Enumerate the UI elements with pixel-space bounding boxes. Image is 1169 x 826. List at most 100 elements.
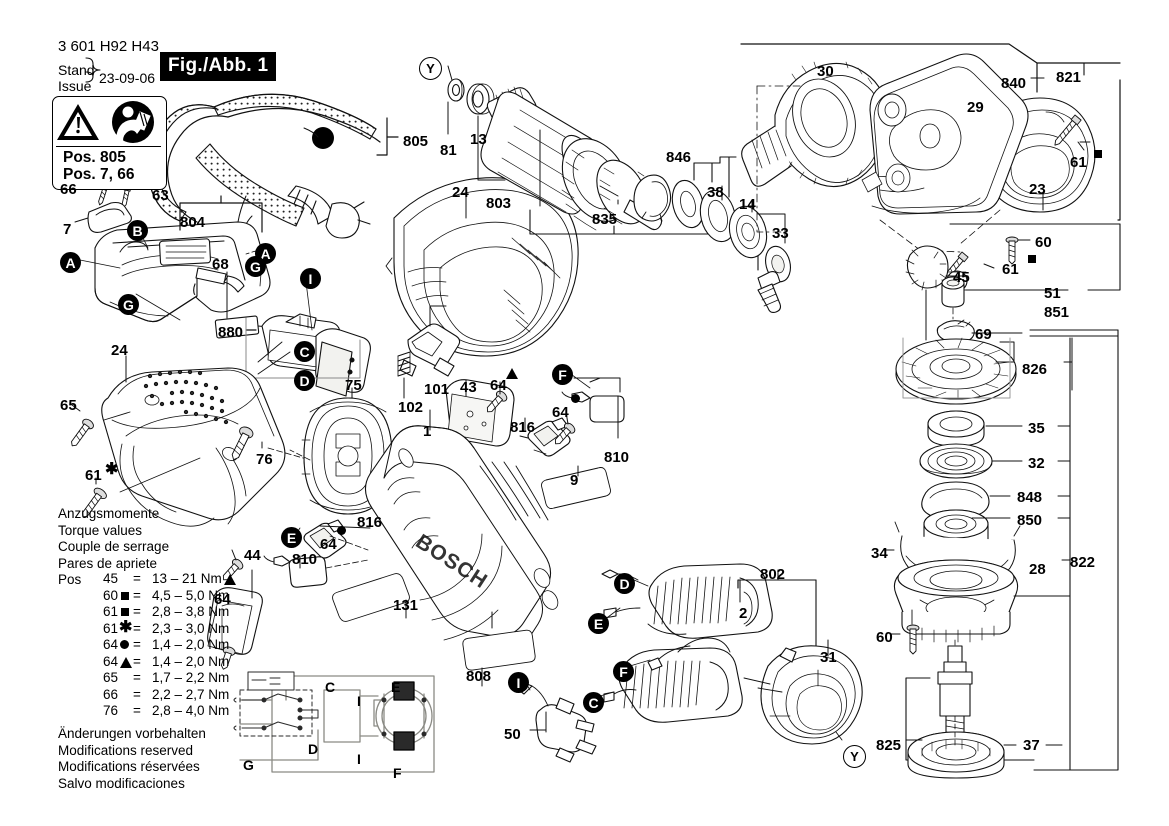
letter-bubble-G-b_G2: G bbox=[245, 256, 266, 277]
square-marker-row-2 bbox=[121, 608, 129, 616]
callout-60-n_60a: 60 bbox=[1035, 234, 1052, 251]
star-marker-61-left: ✱ bbox=[105, 461, 119, 478]
wiring-label-w_C: C bbox=[325, 679, 336, 695]
callout-30-n_30: 30 bbox=[817, 63, 834, 80]
callout-64-n_64c: 64 bbox=[490, 377, 507, 394]
star-marker-row-3: ✱ bbox=[119, 618, 133, 636]
callout-76-n_76: 76 bbox=[256, 451, 273, 468]
callout-44-n_44: 44 bbox=[244, 547, 261, 564]
torque-equals-3: = bbox=[133, 620, 141, 636]
callout-24-n_24a: 24 bbox=[452, 184, 469, 201]
callout-61-n_61c: 61 bbox=[85, 467, 102, 484]
torque-title-3: Pares de apriete bbox=[58, 555, 158, 571]
letter-bubble-E-b_E2: E bbox=[588, 613, 609, 634]
callout-60-n_60b: 60 bbox=[876, 629, 893, 646]
footer-line-0: Änderungen vorbehalten bbox=[58, 726, 206, 741]
callout-63-n_63: 63 bbox=[152, 187, 169, 204]
callout-64-n_64d: 64 bbox=[552, 404, 569, 421]
torque-equals-4: = bbox=[133, 637, 141, 652]
torque-equals-2: = bbox=[133, 604, 141, 619]
torque-value-5: 1,4 – 2,0 Nm bbox=[152, 653, 230, 669]
torque-equals-8: = bbox=[133, 703, 141, 718]
callout-840-n_840: 840 bbox=[1001, 75, 1027, 92]
callout-1-n_1: 1 bbox=[423, 423, 432, 440]
triangle-marker-row-5 bbox=[120, 656, 132, 668]
square-marker-row-1 bbox=[121, 591, 129, 600]
wiring-label-w_F: F bbox=[393, 765, 402, 781]
footer-line-3: Salvo modificaciones bbox=[58, 775, 185, 791]
wiring-label-w_D: D bbox=[308, 741, 319, 757]
callout-848-n_848: 848 bbox=[1017, 489, 1043, 506]
torque-title-2: Couple de serrage bbox=[58, 539, 170, 554]
letter-bubble-D-b_D2: D bbox=[614, 573, 635, 594]
dot-marker-64-left bbox=[337, 526, 346, 535]
callout-808-n_808: 808 bbox=[466, 668, 492, 685]
callout-846-n_846: 846 bbox=[666, 149, 692, 166]
wiring-label-w_I_top: I bbox=[357, 693, 361, 709]
callout-101-n_101: 101 bbox=[424, 381, 450, 398]
callout-14-n_14: 14 bbox=[739, 196, 756, 213]
callout-131-n_131: 131 bbox=[393, 597, 419, 614]
letter-bubble-F-b_F2: F bbox=[613, 661, 634, 682]
letter-bubble-F-b_F1: F bbox=[552, 364, 573, 385]
callout-851-n_851: 851 bbox=[1044, 304, 1070, 321]
issue-date: 23-09-06 bbox=[99, 70, 156, 86]
torque-equals-5: = bbox=[133, 653, 141, 669]
callout-810-n_810a: 810 bbox=[292, 551, 318, 568]
dot-marker-64-right bbox=[571, 394, 580, 403]
callout-2-n_2: 2 bbox=[739, 605, 748, 622]
callout-821-n_821: 821 bbox=[1056, 69, 1082, 86]
callout-75-n_75: 75 bbox=[345, 377, 362, 394]
issue-label: Issue bbox=[58, 78, 92, 94]
callout-802-n_802: 802 bbox=[760, 566, 786, 583]
square-marker-61-right bbox=[1028, 255, 1036, 263]
figure-badge: Fig./Abb. 1 bbox=[160, 52, 277, 81]
callout-64-n_64b: 64 bbox=[320, 536, 337, 553]
callout-13-n_13: 13 bbox=[470, 131, 487, 148]
torque-value-1: 4,5 – 5,0 Nm bbox=[152, 587, 230, 603]
letter-bubble-E-b_E1: E bbox=[281, 527, 302, 548]
torque-pos-label: Pos bbox=[58, 572, 82, 587]
callout-102-n_102: 102 bbox=[398, 399, 424, 416]
warning-divider bbox=[56, 146, 161, 148]
square-marker-61-topright bbox=[1094, 150, 1102, 158]
callout-31-n_31: 31 bbox=[820, 649, 837, 666]
torque-equals-0: = bbox=[133, 571, 141, 586]
callout-81-n_81: 81 bbox=[440, 142, 457, 159]
torque-equals-1: = bbox=[133, 587, 141, 603]
letter-bubble-A-b_A2: A bbox=[60, 252, 81, 273]
torque-pos-61-3: 61 bbox=[102, 620, 118, 636]
callout-32-n_32: 32 bbox=[1028, 455, 1045, 472]
callout-50-n_50: 50 bbox=[504, 726, 521, 743]
triangle-marker-64-left bbox=[224, 574, 236, 585]
torque-equals-6: = bbox=[133, 670, 141, 685]
dot-marker-row-4 bbox=[120, 640, 129, 649]
footer-line-1: Modifications reserved bbox=[58, 742, 194, 758]
callout-61-n_61b: 61 bbox=[1002, 261, 1019, 278]
wiring-label-w_E: E bbox=[391, 679, 401, 695]
torque-value-8: 2,8 – 4,0 Nm bbox=[152, 703, 230, 718]
callout-33-n_33: 33 bbox=[772, 225, 789, 242]
torque-pos-76-8: 76 bbox=[102, 703, 118, 718]
torque-equals-7: = bbox=[133, 686, 141, 702]
callout-803-n_803: 803 bbox=[486, 195, 512, 212]
letter-bubble-C-b_C1: C bbox=[294, 341, 315, 362]
letter-bubble-B-b_B: B bbox=[127, 220, 148, 241]
torque-title-1: Torque values bbox=[58, 522, 143, 538]
warning-triangle-icon bbox=[57, 104, 99, 140]
wiring-label-w_I_bot: I bbox=[357, 751, 361, 767]
torque-value-7: 2,2 – 2,7 Nm bbox=[152, 686, 230, 702]
part-code: 3 601 H92 H43 bbox=[58, 38, 159, 55]
callout-9-n_9: 9 bbox=[570, 472, 579, 489]
callout-64-n_64a: 64 bbox=[214, 591, 231, 608]
wiring-label-w_G: G bbox=[243, 757, 254, 773]
torque-value-3: 2,3 – 3,0 Nm bbox=[152, 620, 230, 636]
callout-65-n_65: 65 bbox=[60, 397, 77, 414]
triangle-marker-64-center bbox=[506, 368, 518, 379]
callout-826-n_826: 826 bbox=[1022, 361, 1048, 378]
callout-7-n_7: 7 bbox=[63, 221, 72, 238]
warning-pos-line2: Pos. 7, 66 bbox=[63, 166, 135, 183]
torque-pos-64-4: 64 bbox=[102, 637, 118, 652]
